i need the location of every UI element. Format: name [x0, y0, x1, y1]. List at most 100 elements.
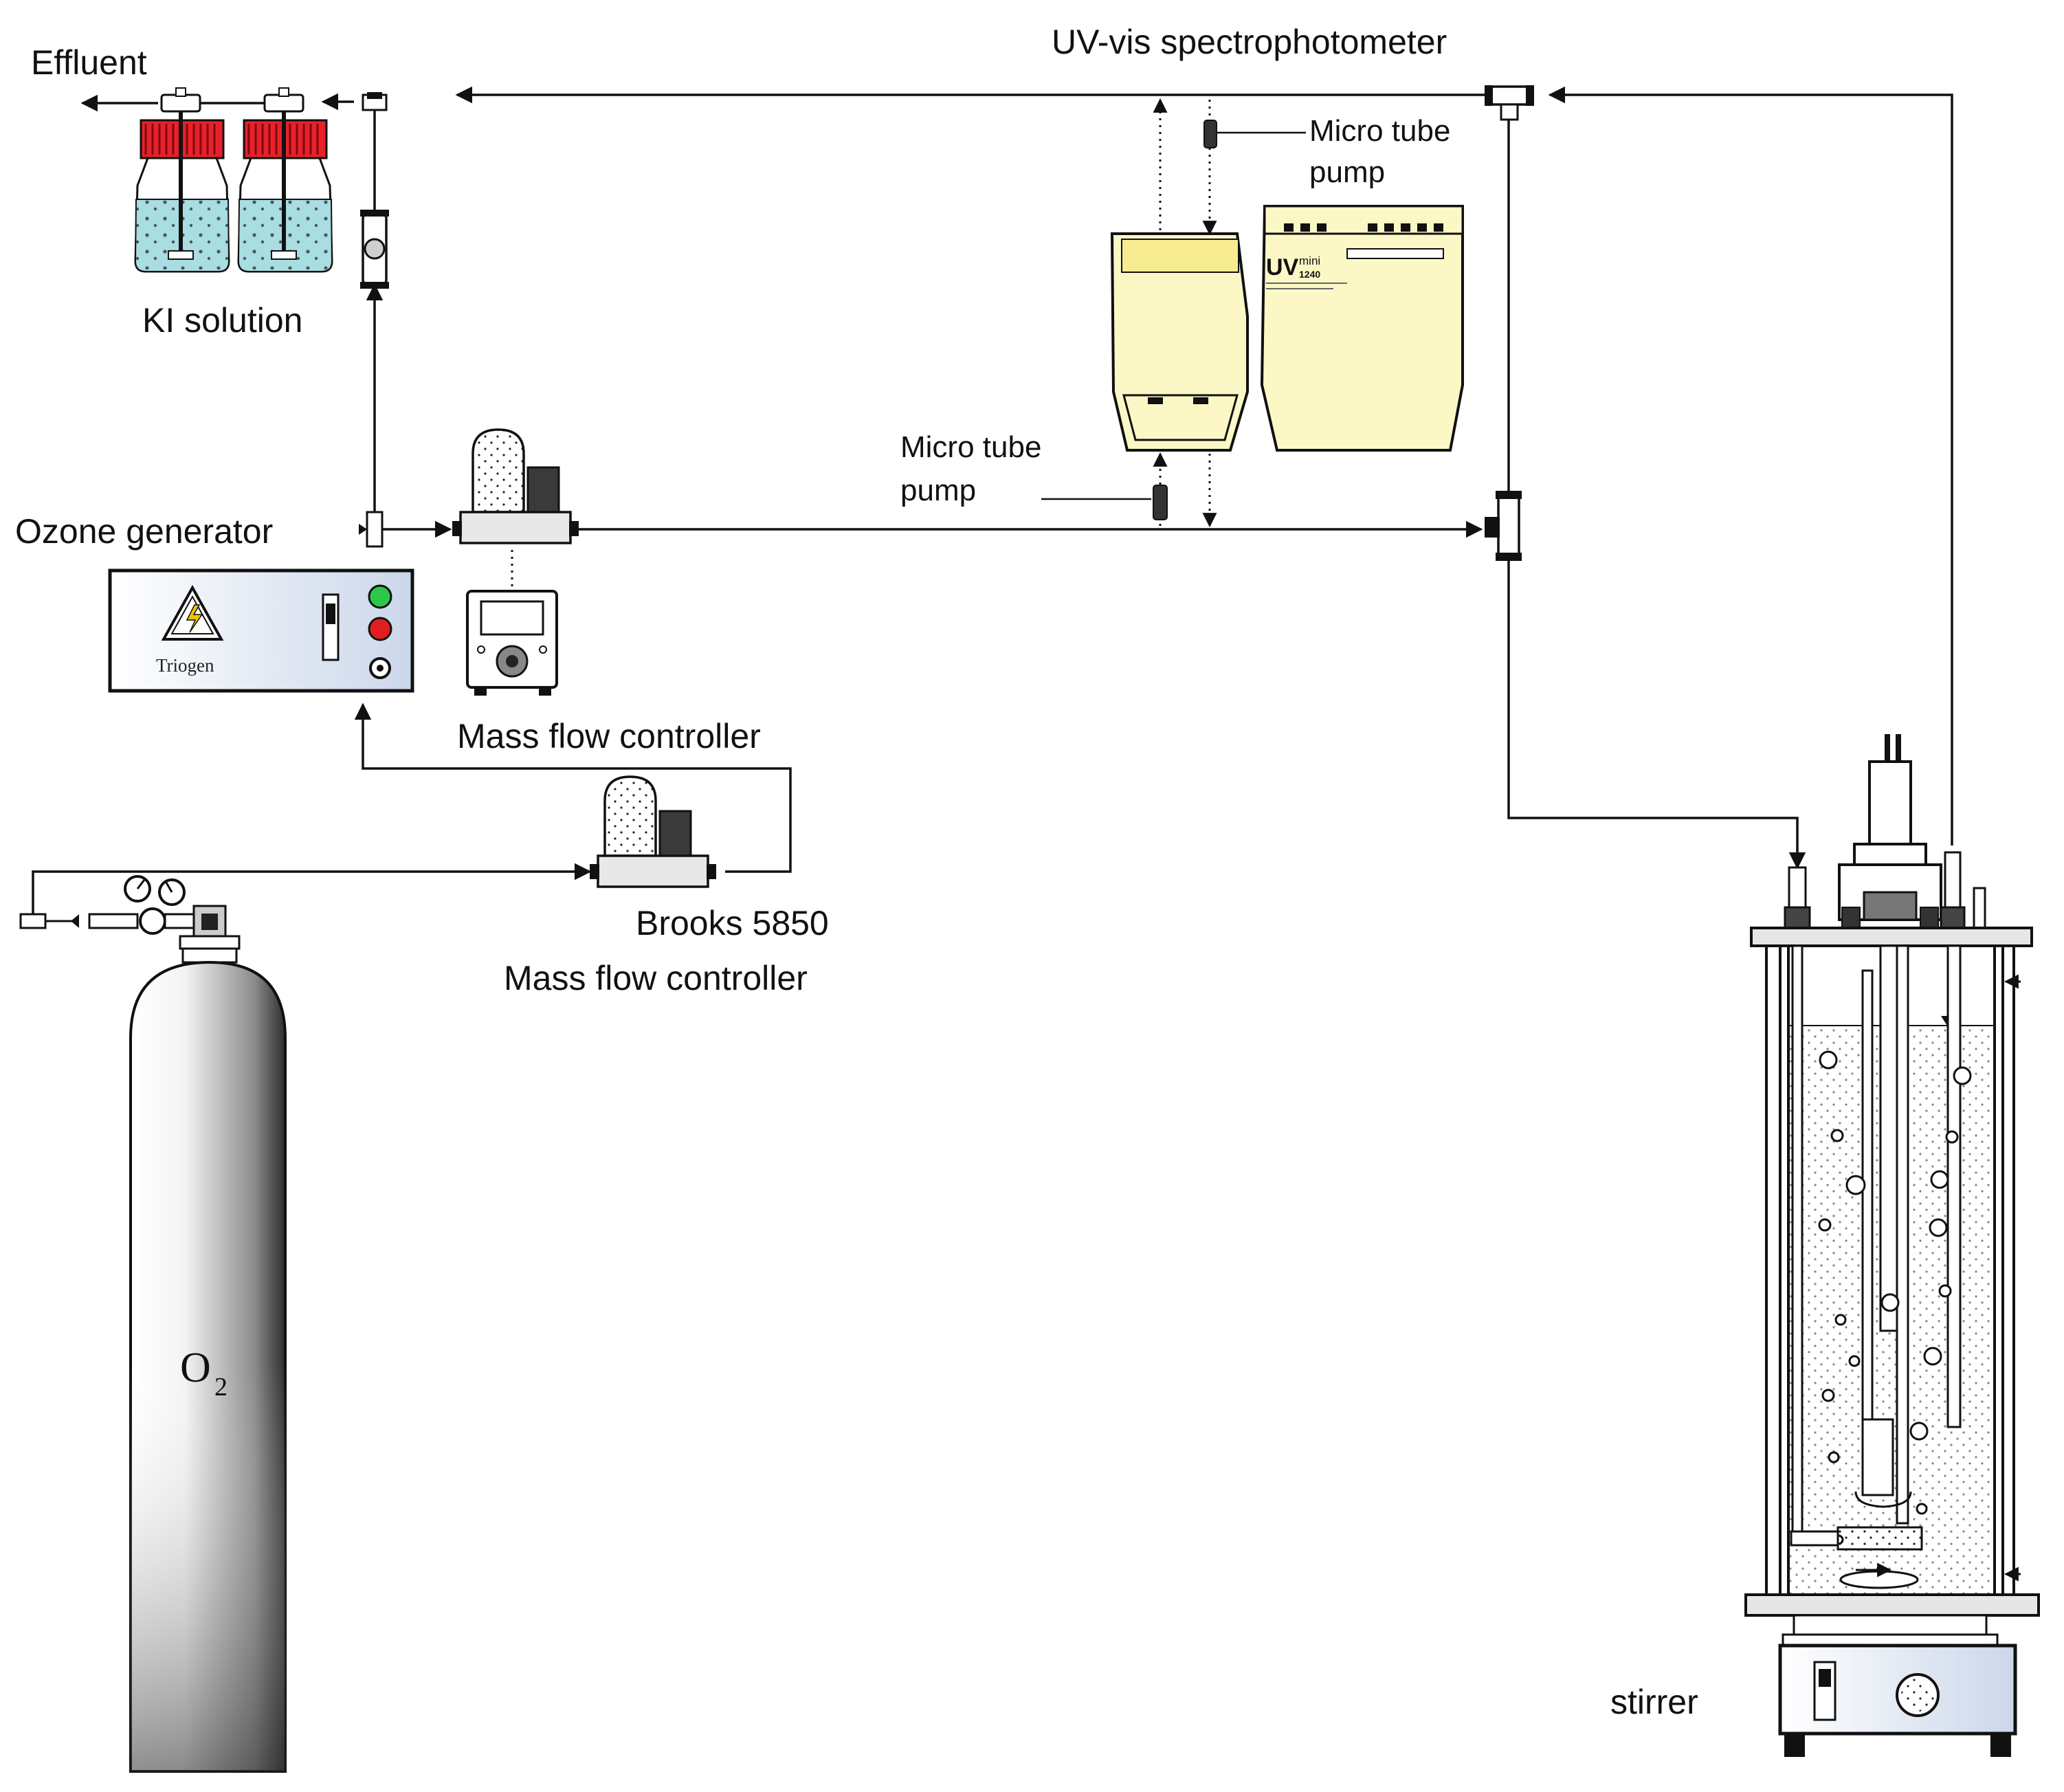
high-voltage-warning-icon — [161, 584, 224, 641]
regulator-body — [139, 907, 166, 935]
fittings — [359, 85, 1534, 561]
micro-pump-top-label-2: pump — [1309, 155, 1385, 189]
probe-rod — [1879, 944, 1898, 1332]
outlet-tee-mark — [359, 524, 367, 535]
indicator-red-icon — [368, 617, 392, 641]
generator-brand: Triogen — [156, 655, 214, 676]
inlet-port — [1788, 866, 1807, 910]
mfc1-dome — [471, 428, 525, 513]
uv-drawer-knob-l — [1148, 397, 1163, 404]
uv-main-module — [1260, 205, 1464, 452]
o2-cylinder: O 2 — [19, 875, 287, 1773]
effluent-label: Effluent — [31, 43, 147, 82]
motor-core — [1863, 891, 1918, 921]
cylinder-shade — [131, 962, 285, 1771]
gauge-needle — [136, 879, 146, 889]
ki-bottle-1-sparger — [168, 250, 194, 260]
probe-wire-l — [1885, 734, 1890, 762]
mfc2-to-generator-line — [354, 703, 792, 873]
ozone-generator-body — [108, 568, 414, 693]
probe-tip — [1861, 1418, 1894, 1496]
probe-mount — [1853, 843, 1927, 866]
mass-flow-controller-2 — [590, 775, 716, 888]
uv-display — [1346, 248, 1444, 259]
cylinder-valve-core — [201, 914, 218, 930]
base-spacer — [1793, 1614, 1988, 1636]
stirrer-shaft-sheath — [1896, 944, 1909, 1525]
regulator-arrow — [71, 914, 79, 928]
ki-valve-top — [360, 210, 389, 217]
ki-tee-top — [367, 92, 382, 99]
sample-tube — [1946, 944, 1962, 1428]
ki-bottle-1-head — [160, 93, 201, 113]
mfc2-port-in — [590, 864, 599, 879]
uv-sample-drawer — [1122, 394, 1239, 441]
mfc1-foot-r — [539, 686, 551, 696]
power-knob-center — [377, 665, 384, 672]
reactor-inlet-line — [1507, 557, 1806, 870]
regulator-link — [88, 913, 139, 929]
labels: Effluent UV-vis spectrophotometer Micro … — [15, 23, 1698, 1721]
cylinder-to-mfc2-line — [32, 863, 592, 921]
mfc1-port-out — [569, 521, 579, 536]
tee-valve-foot — [1496, 553, 1522, 561]
ki-bottle-2-sparger — [271, 250, 297, 260]
ozone-generator-label: Ozone generator — [15, 512, 273, 551]
reactor — [1744, 734, 2040, 1647]
mass-flow-controller-1 — [452, 428, 579, 696]
stirrer-foot-r — [1990, 1734, 2011, 1757]
mfc1-label: Mass flow controller — [457, 717, 761, 755]
ki-bottle-2-head — [263, 93, 304, 113]
mfc1-block — [459, 511, 572, 544]
o2-label: O — [180, 1345, 211, 1391]
tee-valve-cap — [1496, 491, 1522, 499]
outlet-port-nut — [1940, 906, 1966, 929]
uv-brand: UV — [1266, 254, 1299, 280]
mfc2-block — [597, 854, 709, 888]
cylinder-collar-1 — [179, 935, 241, 950]
mfc1-dial-center — [506, 655, 518, 667]
mfc2-label: Mass flow controller — [504, 959, 808, 997]
tee-valve-side — [1485, 517, 1500, 538]
mfc1-port-in — [452, 521, 462, 536]
outlet-port — [1944, 851, 1962, 909]
ki-bottle-1-cap-ribs — [144, 124, 216, 155]
ki-solution-label: KI solution — [142, 301, 302, 340]
o2-subscript: 2 — [214, 1373, 228, 1402]
thermo-port — [1973, 887, 1986, 929]
ozone-generator: Triogen — [108, 568, 414, 693]
uv-model-num: 1240 — [1299, 269, 1320, 280]
micro-pump-mid-label-1: Micro tube — [900, 430, 1041, 464]
mfc2-port-out — [707, 864, 716, 879]
uv-vis-spectrophotometer: UV mini 1240 — [1110, 205, 1464, 452]
cylinder-collar-2 — [181, 947, 238, 964]
probe-loop — [1854, 1491, 1912, 1508]
sparger-arm — [1790, 1530, 1839, 1547]
reactor-exhaust-line — [1548, 86, 1953, 845]
generator-outlet-tee — [366, 511, 384, 548]
thermo-rod — [1861, 969, 1874, 1494]
uv-model-top: mini — [1299, 254, 1320, 267]
stir-bar-icon — [1839, 1570, 1919, 1589]
inlet-port-nut — [1784, 906, 1811, 929]
micro-pump-top-label-1: Micro tube — [1309, 114, 1450, 148]
motor-clamp-r — [1920, 907, 1939, 929]
mfc1-foot-l — [474, 686, 487, 696]
piping — [32, 86, 1953, 921]
mfc2-electronics — [658, 810, 692, 859]
ki-traps — [134, 87, 333, 273]
ki-bottle-2-cap-ribs — [247, 124, 319, 155]
brooks-label: Brooks 5850 — [636, 904, 829, 942]
ki-bottle-2-knob — [278, 87, 289, 97]
mfc1-led-1 — [477, 645, 485, 654]
gas-inlet-tube — [1791, 944, 1804, 1538]
tee-valve — [1497, 492, 1520, 561]
gauge-needle-2 — [165, 882, 173, 893]
uv-sample-lid — [1121, 239, 1239, 273]
mfc1-led-2 — [539, 645, 547, 654]
ki-bottle-1 — [134, 87, 230, 273]
regulator — [19, 875, 227, 939]
ki-bottle-2 — [237, 87, 333, 273]
uv-top-buttons — [1284, 223, 1443, 232]
magnetic-stirrer — [1778, 1644, 2017, 1757]
